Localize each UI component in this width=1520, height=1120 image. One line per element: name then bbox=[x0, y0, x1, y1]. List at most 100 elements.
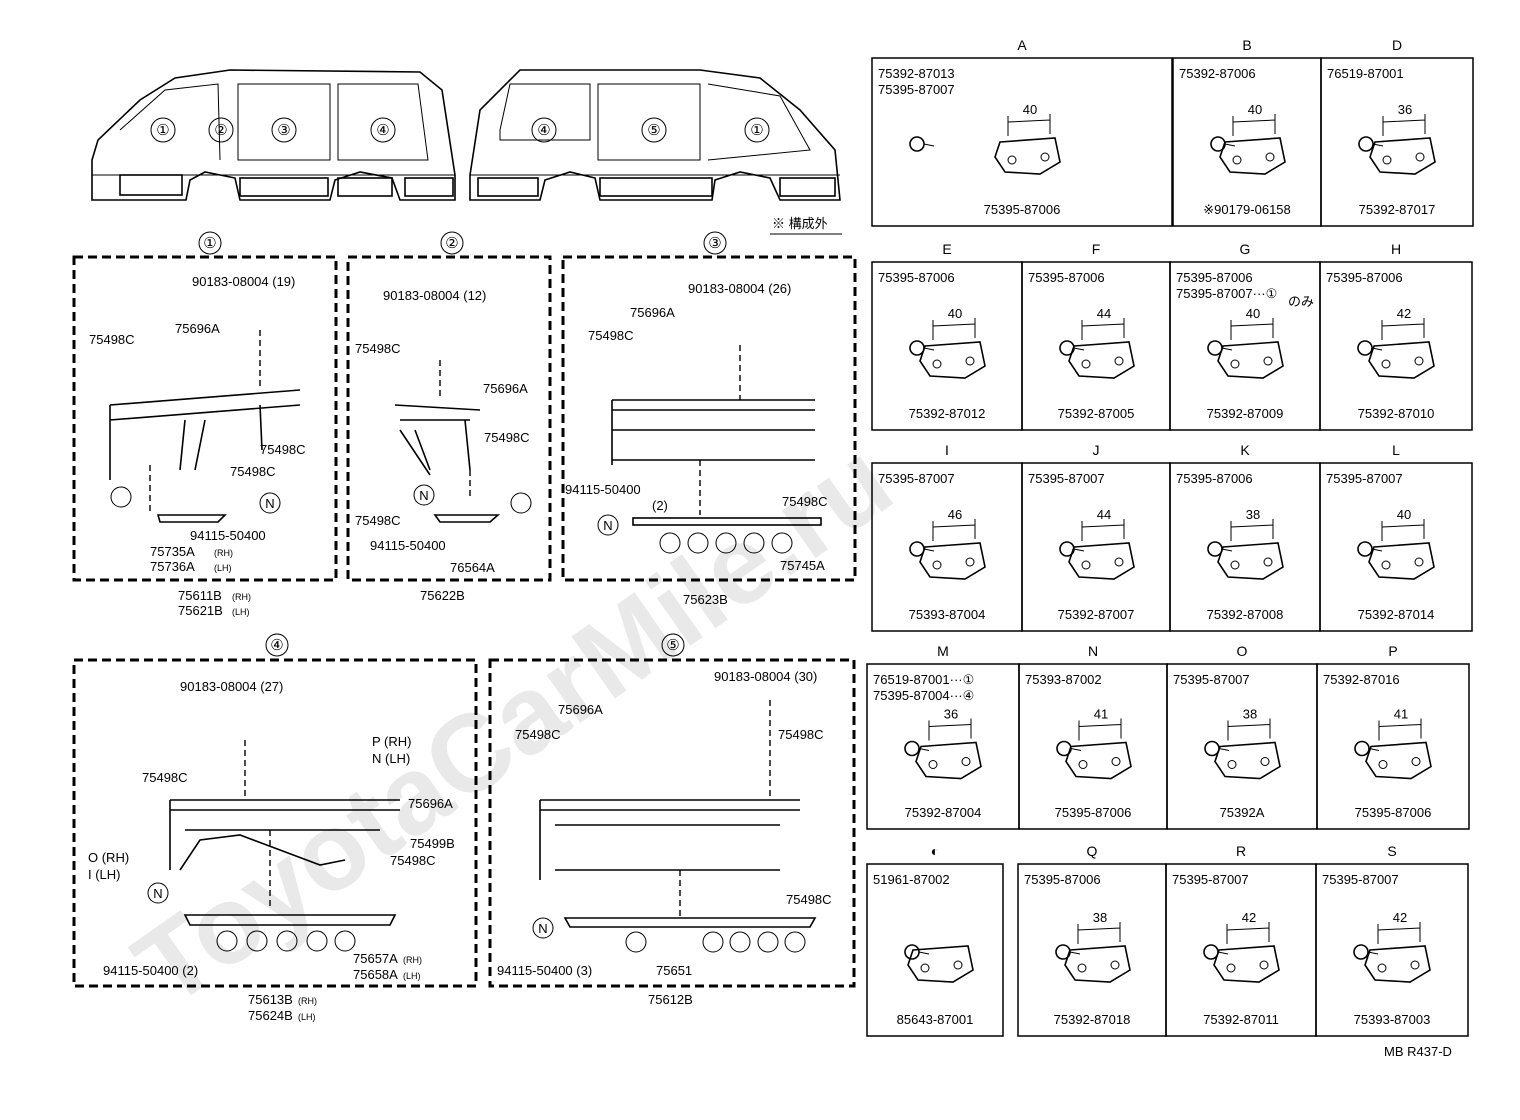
clip-part-number: 75392-87017 bbox=[1359, 202, 1436, 217]
svg-text:75498C: 75498C bbox=[355, 341, 401, 356]
svg-text:④: ④ bbox=[376, 122, 389, 139]
svg-text:75498C: 75498C bbox=[786, 892, 832, 907]
svg-text:①: ① bbox=[750, 122, 763, 139]
clip-dimension: 40 bbox=[1023, 102, 1037, 117]
svg-text:(RH): (RH) bbox=[298, 996, 317, 1006]
clip-dimension: 44 bbox=[1097, 507, 1111, 522]
svg-text:90183-08004 (19): 90183-08004 (19) bbox=[192, 274, 295, 289]
clip-letter: P bbox=[1388, 643, 1397, 659]
svg-text:94115-50400: 94115-50400 bbox=[565, 482, 641, 497]
clip-part-number: 75392A bbox=[1220, 805, 1265, 820]
svg-text:90183-08004 (12): 90183-08004 (12) bbox=[383, 288, 486, 303]
clip-letter: ◐ bbox=[931, 843, 939, 859]
svg-text:N: N bbox=[419, 488, 428, 503]
svg-text:90183-08004 (30): 90183-08004 (30) bbox=[714, 669, 817, 684]
clip-part-number: 75395-87006 bbox=[1355, 805, 1432, 820]
svg-text:②: ② bbox=[214, 122, 227, 139]
clip-box-12: M76519-87001···①75395-87004···④75392-870… bbox=[866, 643, 1020, 830]
svg-text:75735A: 75735A bbox=[150, 544, 195, 559]
clip-part-number: 75395-87007 bbox=[878, 82, 955, 97]
svg-text:75498C: 75498C bbox=[588, 328, 634, 343]
clip-part-number: 75392-87005 bbox=[1058, 406, 1135, 421]
clip-part-number: 75395-87006 bbox=[1024, 872, 1101, 887]
svg-text:75622B: 75622B bbox=[420, 588, 465, 603]
clip-dimension: 36 bbox=[1398, 102, 1412, 117]
svg-text:75498C: 75498C bbox=[778, 727, 824, 742]
clip-dimension: 46 bbox=[948, 507, 962, 522]
svg-text:75621B: 75621B bbox=[178, 603, 223, 618]
clip-part-number: 75395-87006 bbox=[1055, 805, 1132, 820]
clip-part-number: ※90179-06158 bbox=[1203, 202, 1291, 217]
clip-letter: Q bbox=[1087, 843, 1098, 859]
clip-dimension: 40 bbox=[1246, 306, 1260, 321]
clip-part-number: 76519-87001 bbox=[1327, 66, 1404, 81]
clip-part-number: 75392-87009 bbox=[1207, 406, 1284, 421]
clip-letter: I bbox=[945, 442, 949, 458]
svg-text:76564A: 76564A bbox=[450, 560, 495, 575]
clip-part-number: 51961-87002 bbox=[873, 872, 950, 887]
svg-text:①: ① bbox=[203, 235, 216, 252]
svg-text:75696A: 75696A bbox=[408, 796, 453, 811]
clip-letter: H bbox=[1391, 241, 1401, 257]
svg-text:75498C: 75498C bbox=[484, 430, 530, 445]
svg-text:④: ④ bbox=[537, 122, 550, 139]
svg-text:(2): (2) bbox=[652, 498, 668, 513]
clip-letter: F bbox=[1092, 241, 1101, 257]
clip-letter: R bbox=[1236, 843, 1246, 859]
clip-part-number: 75395-87007 bbox=[1173, 672, 1250, 687]
clip-part-number: 75392-87012 bbox=[909, 406, 986, 421]
clip-box-15: P 75392-87016 75395-87006 41 bbox=[1316, 643, 1470, 830]
svg-text:③: ③ bbox=[708, 235, 721, 252]
clip-letter: E bbox=[942, 241, 951, 257]
svg-text:③: ③ bbox=[277, 122, 290, 139]
clip-part-number: 85643-87001 bbox=[897, 1012, 974, 1027]
clip-dimension: 41 bbox=[1394, 707, 1408, 722]
svg-text:(LH): (LH) bbox=[214, 563, 232, 573]
clip-part-number: 75393-87003 bbox=[1354, 1012, 1431, 1027]
svg-text:(RH): (RH) bbox=[214, 548, 233, 558]
clip-part-number: 75392-87004 bbox=[905, 805, 982, 820]
svg-text:N: N bbox=[153, 886, 162, 901]
footer-ref: MB R437-D bbox=[1384, 1044, 1452, 1059]
group-1: ① 90183-08004 (19) 75696A 75498C 75498C … bbox=[72, 231, 338, 618]
vehicle-overview-rear bbox=[469, 69, 841, 201]
clip-dimension: 38 bbox=[1093, 910, 1107, 925]
group-3: ③ 90183-08004 (26) 75696A 75498C 75498C … bbox=[561, 231, 857, 607]
clip-letter: J bbox=[1093, 442, 1100, 458]
clip-part-number: 75395-87007 bbox=[878, 471, 955, 486]
clip-part-number: 75393-87002 bbox=[1025, 672, 1102, 687]
svg-text:75498C: 75498C bbox=[355, 513, 401, 528]
clip-part-number: 75392-87016 bbox=[1323, 672, 1400, 687]
clip-dimension: 40 bbox=[948, 306, 962, 321]
svg-text:75498C: 75498C bbox=[390, 853, 436, 868]
clip-part-number: 75395-87006 bbox=[878, 270, 955, 285]
svg-text:75657A: 75657A bbox=[353, 951, 398, 966]
svg-text:75498C: 75498C bbox=[142, 770, 188, 785]
clip-dimension: 44 bbox=[1097, 306, 1111, 321]
clip-dimension: 36 bbox=[944, 707, 958, 722]
svg-text:(RH): (RH) bbox=[232, 592, 251, 602]
clip-part-number: 75392-87014 bbox=[1358, 607, 1435, 622]
clip-boxes: A75392-8701375395-8700775395-8700640B753… bbox=[866, 37, 1474, 1037]
svg-text:90183-08004 (27): 90183-08004 (27) bbox=[180, 679, 283, 694]
svg-text:75651: 75651 bbox=[656, 963, 692, 978]
svg-text:75658A: 75658A bbox=[353, 967, 398, 982]
clip-letter: L bbox=[1392, 442, 1400, 458]
clip-letter: D bbox=[1392, 37, 1402, 53]
clip-letter: G bbox=[1240, 241, 1251, 257]
clip-letter: K bbox=[1240, 442, 1250, 458]
clip-part-number: 75392-87010 bbox=[1358, 406, 1435, 421]
svg-text:N: N bbox=[265, 496, 274, 511]
overview-callouts: ① ② ③ ④ ④ ⑤ ① ※ 構成外 bbox=[150, 117, 842, 235]
clip-box-4: E 75395-87006 75392-87012 40 bbox=[871, 241, 1023, 431]
clip-letter: A bbox=[1017, 37, 1027, 53]
svg-text:94115-50400: 94115-50400 bbox=[190, 528, 266, 543]
svg-text:(RH): (RH) bbox=[403, 955, 422, 965]
svg-text:④: ④ bbox=[270, 637, 283, 654]
